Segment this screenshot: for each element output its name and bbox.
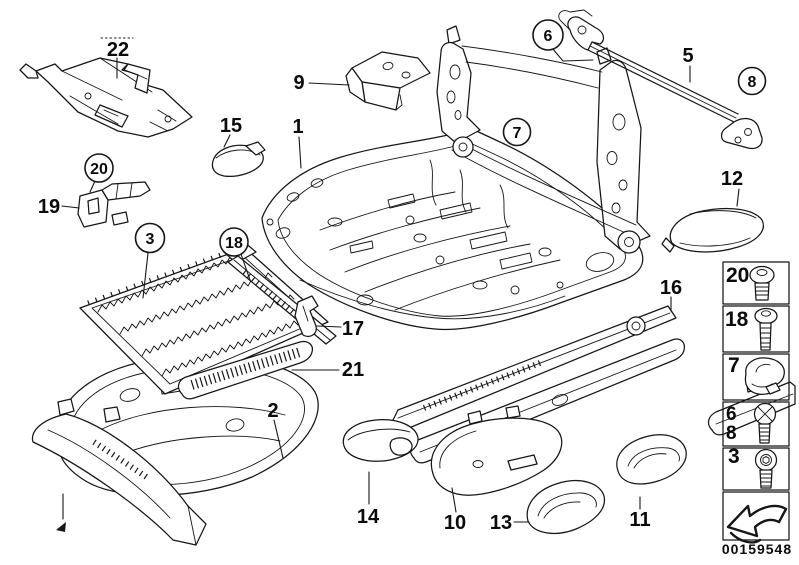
callout-19[interactable]: 19: [38, 196, 60, 218]
legend-row-7[interactable]: 7: [722, 353, 790, 401]
part-4-drawing: [31, 398, 207, 546]
legend-row-18[interactable]: 18: [722, 305, 790, 353]
part-11-drawing: [616, 434, 687, 485]
legend-cell-border: [722, 401, 790, 447]
callout-7-label[interactable]: 7: [513, 125, 522, 142]
callout-20-label[interactable]: 20: [90, 161, 108, 178]
callout-18-label[interactable]: 18: [225, 235, 243, 252]
callout-22[interactable]: 22: [107, 39, 129, 61]
legend-label-3[interactable]: 3: [728, 445, 740, 468]
callout-8-circled[interactable]: 8: [737, 66, 767, 96]
part-10-drawing: [430, 405, 563, 496]
callout-5[interactable]: 5: [682, 45, 693, 67]
callout-3-label[interactable]: 3: [146, 231, 155, 248]
part-7-drawing: [436, 25, 651, 272]
legend-label-20[interactable]: 20: [726, 264, 749, 287]
legend-row-arrow: [722, 491, 790, 544]
callout-14[interactable]: 14: [357, 506, 380, 528]
legend-cell-border: [722, 305, 790, 353]
spring-clip-icon: [744, 357, 785, 395]
socket-head-screw-icon: [754, 448, 778, 489]
callout-16[interactable]: 16: [660, 277, 682, 299]
callout-6-circled-highlighted[interactable]: 6: [532, 19, 564, 51]
long-screw-icon: [754, 307, 778, 351]
legend-row-6-8[interactable]: 6 8: [722, 401, 790, 447]
callout-18-circled[interactable]: 18: [219, 227, 249, 257]
legend-row-20[interactable]: 20: [722, 261, 790, 305]
callout-11[interactable]: 11: [629, 509, 650, 531]
callout-3-circled[interactable]: 3: [134, 222, 166, 254]
callout-12[interactable]: 12: [721, 168, 743, 190]
part-14-drawing: [342, 419, 419, 462]
legend-label-6[interactable]: 6: [726, 404, 737, 425]
legend-cell-border: [722, 261, 790, 305]
callout-13[interactable]: 13: [490, 512, 512, 534]
callout-20-circled[interactable]: 20: [84, 153, 114, 183]
callout-2[interactable]: 2: [267, 400, 278, 422]
part-1-drawing: [261, 127, 644, 331]
seat-frame-mechanism-detail: [319, 159, 564, 311]
part-12-drawing: [661, 207, 764, 253]
legend: 20 18 7: [722, 261, 792, 557]
callout-17[interactable]: 17: [342, 318, 364, 340]
direction-arrow-icon: [726, 504, 788, 544]
unlabeled-pointer: [56, 493, 66, 532]
legend-row-3[interactable]: 3: [722, 445, 790, 491]
callout-10[interactable]: 10: [444, 512, 466, 534]
legend-cell-border: [722, 491, 790, 541]
legend-cell-border: [722, 447, 790, 491]
legend-label-8[interactable]: 8: [726, 423, 737, 444]
part-15-drawing: [211, 141, 266, 178]
part-21-drawing: [177, 340, 314, 400]
button-head-screw-icon: [749, 265, 775, 301]
phillips-screw-icon: [753, 402, 777, 444]
part-22-drawing: [19, 57, 193, 138]
legend-cell-border: [722, 353, 790, 401]
part-17-drawing: [294, 295, 319, 338]
callout-15[interactable]: 15: [220, 115, 242, 137]
leader-lines: [56, 37, 740, 532]
callout-6-label[interactable]: 6: [544, 28, 553, 45]
part-9-drawing: [345, 51, 431, 111]
legend-label-18[interactable]: 18: [725, 308, 749, 331]
callout-7-circled[interactable]: 7: [502, 117, 532, 147]
part-13-drawing: [526, 480, 606, 535]
callout-9[interactable]: 9: [293, 72, 304, 94]
callout-21[interactable]: 21: [342, 359, 364, 381]
part-5-drawing: [558, 9, 763, 150]
callouts: 22 15 9 1 5 12 19 17 21 16 2 14 10 13 11…: [38, 19, 767, 534]
legend-label-7[interactable]: 7: [728, 354, 740, 377]
callout-8-label[interactable]: 8: [748, 74, 757, 91]
callout-1[interactable]: 1: [292, 116, 303, 138]
image-id: 00159548: [722, 541, 792, 557]
part-19-drawing: [77, 181, 151, 228]
